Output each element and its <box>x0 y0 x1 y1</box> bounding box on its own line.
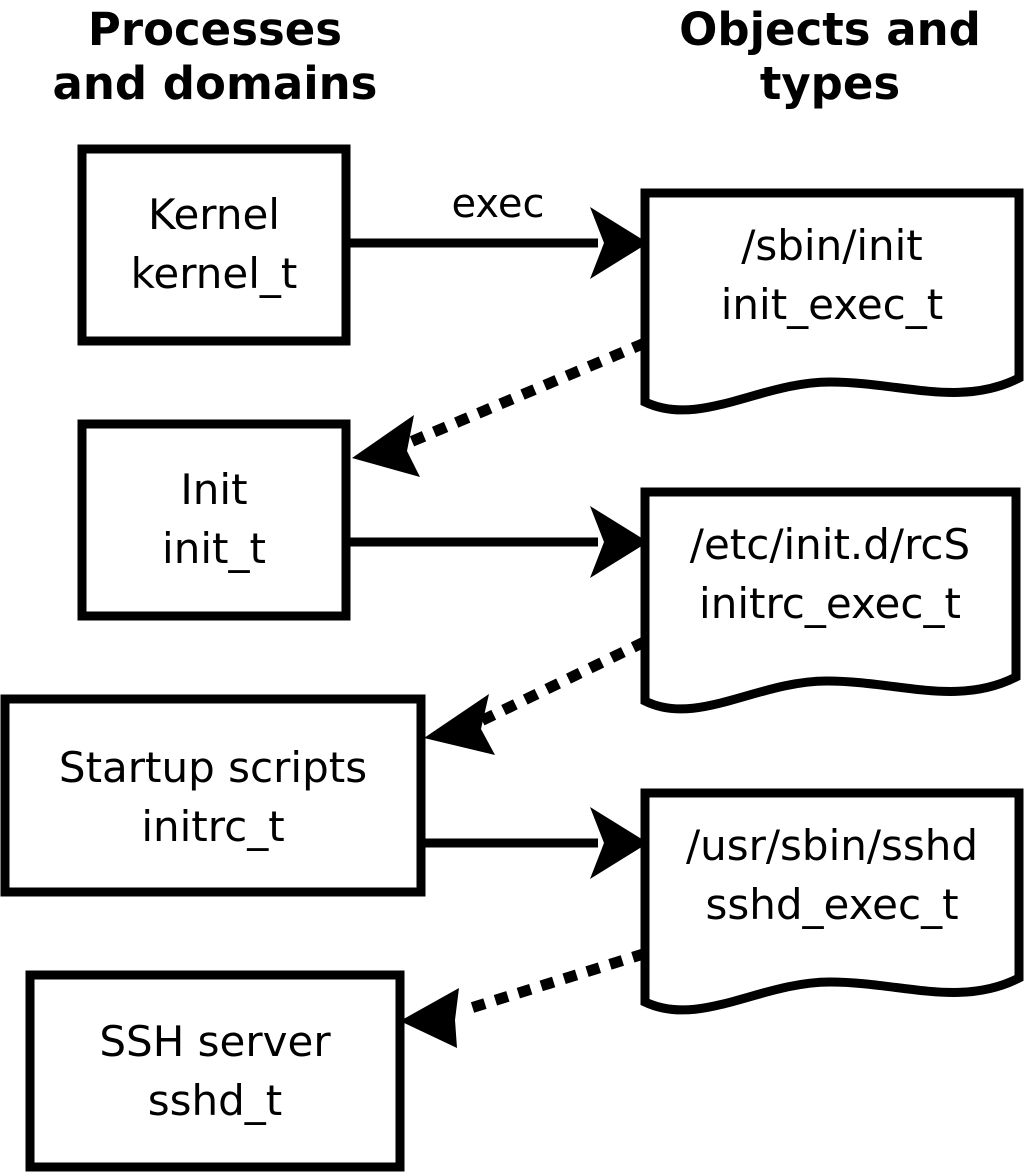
object-node-etc-initd-rcs[interactable]: /etc/init.d/rcS initrc_exec_t <box>640 487 1021 714</box>
column-header-processes: Processes and domains <box>53 3 378 110</box>
edge-label-exec: exec <box>452 181 545 227</box>
process-node-init-line1: Init <box>180 465 247 514</box>
edge-usr-sbin-sshd-to-sshd <box>400 948 647 1048</box>
object-node-etc-initd-rcs-line2: initrc_exec_t <box>699 579 961 628</box>
edge-sbin-init-to-init-line <box>400 337 648 451</box>
column-header-objects-line1: Objects and <box>679 3 981 56</box>
process-node-initrc-box[interactable] <box>0 694 426 897</box>
edge-kernel-exec-sbin-init-arrowhead <box>590 207 648 279</box>
object-node-sbin-init-document[interactable] <box>640 188 1024 415</box>
edge-sbin-init-to-init <box>352 337 648 477</box>
object-node-usr-sbin-sshd-line2: sshd_exec_t <box>705 880 958 929</box>
object-node-sbin-init-line2: init_exec_t <box>721 280 944 329</box>
object-node-usr-sbin-sshd-document[interactable] <box>640 788 1024 1015</box>
edge-initrc-exec-usr-sbin-sshd-arrowhead <box>590 807 648 879</box>
process-node-sshd-line1: SSH server <box>99 1017 331 1066</box>
process-node-init-box[interactable] <box>77 419 351 621</box>
edge-kernel-exec-sbin-init: exec <box>346 181 648 279</box>
edge-etc-initd-rcs-to-initrc <box>424 636 648 755</box>
object-node-usr-sbin-sshd-line1: /usr/sbin/sshd <box>686 821 978 870</box>
process-node-initrc-line2: initrc_t <box>141 802 284 851</box>
edge-usr-sbin-sshd-to-sshd-line <box>451 948 647 1019</box>
edge-init-exec-etc-initd-rcs-arrowhead <box>590 506 648 578</box>
object-node-sbin-init-line1: /sbin/init <box>741 221 923 270</box>
edge-etc-initd-rcs-to-initrc-line <box>475 636 648 728</box>
process-node-kernel[interactable]: Kernel kernel_t <box>77 144 351 346</box>
object-node-sbin-init[interactable]: /sbin/init init_exec_t <box>640 188 1024 415</box>
column-header-processes-line2: and domains <box>53 57 378 110</box>
process-node-init[interactable]: Init init_t <box>77 419 351 621</box>
column-header-objects-line2: types <box>760 57 900 110</box>
process-node-sshd-line2: sshd_t <box>148 1076 283 1125</box>
edge-etc-initd-rcs-to-initrc-arrowhead <box>424 694 495 755</box>
process-node-sshd-box[interactable] <box>25 970 405 1172</box>
process-node-sshd[interactable]: SSH server sshd_t <box>25 970 405 1172</box>
edge-sbin-init-to-init-arrowhead <box>352 415 420 477</box>
process-node-kernel-line2: kernel_t <box>131 249 298 298</box>
edge-usr-sbin-sshd-to-sshd-arrowhead <box>400 988 459 1048</box>
process-node-initrc-line1: Startup scripts <box>59 743 367 792</box>
process-node-kernel-line1: Kernel <box>148 190 280 239</box>
object-node-etc-initd-rcs-document[interactable] <box>640 487 1021 714</box>
process-node-initrc[interactable]: Startup scripts initrc_t <box>0 694 426 897</box>
object-node-etc-initd-rcs-line1: /etc/init.d/rcS <box>690 520 970 569</box>
process-node-init-line2: init_t <box>162 524 266 573</box>
edge-initrc-exec-usr-sbin-sshd <box>421 807 648 879</box>
edge-init-exec-etc-initd-rcs <box>346 506 648 578</box>
column-header-processes-line1: Processes <box>88 3 342 56</box>
column-header-objects: Objects and types <box>679 3 981 110</box>
object-node-usr-sbin-sshd[interactable]: /usr/sbin/sshd sshd_exec_t <box>640 788 1024 1015</box>
process-node-kernel-box[interactable] <box>77 144 351 346</box>
